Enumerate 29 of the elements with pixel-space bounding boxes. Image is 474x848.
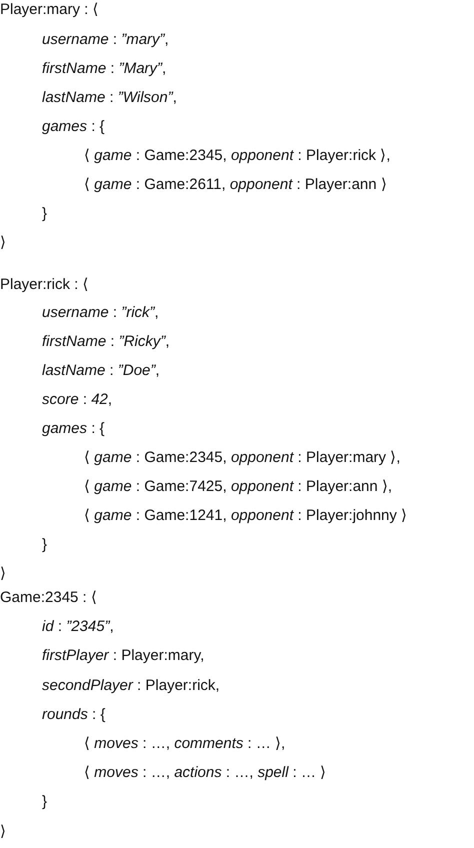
code-line: } [42, 204, 48, 224]
code-line: Player:mary : ⟨ [0, 0, 99, 20]
code-line: username : ”rick”, [42, 303, 159, 323]
code-line: ⟨ game : Game:7425, opponent : Player:ann ⟩, [84, 477, 392, 497]
code-line: ⟨ game : Game:2611, opponent : Player:ann ⟩ [84, 175, 387, 195]
code-line: id : ”2345”, [42, 617, 114, 637]
code-line: ⟩ [0, 822, 6, 842]
code-line: } [42, 792, 48, 812]
code-line: ⟨ moves : …, actions : …, spell : … ⟩ [84, 763, 326, 783]
code-line: } [42, 535, 48, 555]
code-line: games : { [42, 419, 105, 439]
code-line: ⟨ game : Game:2345, opponent : Player:rick ⟩, [84, 146, 390, 166]
code-line: ⟨ game : Game:1241, opponent : Player:johnny ⟩ [84, 506, 408, 526]
code-line: Player:rick : ⟨ [0, 275, 89, 295]
code-line: score : 42, [42, 390, 112, 410]
code-line: ⟨ game : Game:2345, opponent : Player:mary ⟩, [84, 448, 400, 468]
code-line: Game:2345 : ⟨ [0, 588, 97, 608]
code-line: secondPlayer : Player:rick, [42, 676, 220, 696]
code-line: ⟩ [0, 564, 6, 584]
code-line: username : ”mary”, [42, 30, 169, 50]
code-line: games : { [42, 117, 105, 137]
code-line: firstPlayer : Player:mary, [42, 646, 204, 666]
code-line: ⟩ [0, 233, 6, 253]
code-line: lastName : ”Wilson”, [42, 88, 177, 108]
code-line: firstName : ”Mary”, [42, 59, 166, 79]
code-line: rounds : { [42, 705, 106, 725]
code-line: firstName : ”Ricky”, [42, 332, 170, 352]
code-line: ⟨ moves : …, comments : … ⟩, [84, 734, 286, 754]
code-line: lastName : ”Doe”, [42, 361, 160, 381]
